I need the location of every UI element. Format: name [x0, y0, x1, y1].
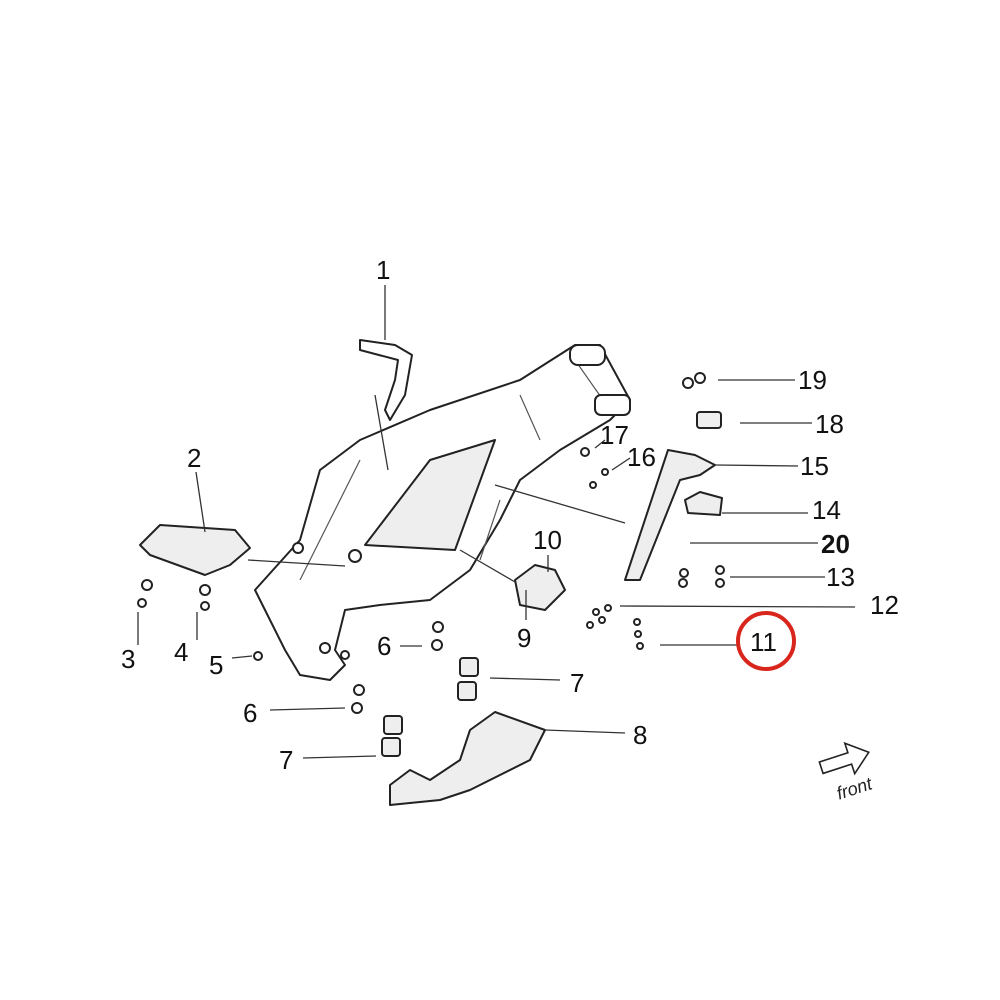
part-8-skid — [389, 711, 546, 806]
callouts: 1 2 3 4 5 6 6 7 7 8 9 10 11 12 13 14 15 … — [121, 255, 899, 775]
front-direction-indicator: front — [818, 741, 875, 804]
callout-7b: 7 — [279, 745, 293, 775]
main-frame — [254, 344, 631, 681]
callout-4: 4 — [174, 637, 188, 667]
callout-14: 14 — [812, 495, 841, 525]
callout-16: 16 — [627, 442, 656, 472]
front-arrow-icon — [818, 741, 870, 776]
hardware-small-parts — [137, 372, 725, 757]
part-15-bar — [624, 449, 716, 581]
callout-3: 3 — [121, 644, 135, 674]
callout-15: 15 — [800, 451, 829, 481]
callout-10: 10 — [533, 525, 562, 555]
leader-lines — [137, 285, 856, 759]
callout-6a: 6 — [377, 631, 391, 661]
part-9-10-bracket — [514, 564, 566, 611]
callout-2: 2 — [187, 443, 201, 473]
head-tube — [569, 344, 606, 366]
callout-18: 18 — [815, 409, 844, 439]
front-label: front — [834, 773, 875, 803]
callout-11: 11 — [750, 627, 777, 657]
callout-5: 5 — [209, 650, 223, 680]
callout-6b: 6 — [243, 698, 257, 728]
callout-20: 20 — [821, 529, 850, 559]
callout-13: 13 — [826, 562, 855, 592]
callout-12: 12 — [870, 590, 899, 620]
part-2-plate — [139, 524, 251, 576]
callout-19: 19 — [798, 365, 827, 395]
part-18-clip — [696, 411, 722, 429]
callout-8: 8 — [633, 720, 647, 750]
callout-1: 1 — [376, 255, 390, 285]
callout-17: 17 — [600, 420, 629, 450]
highlight-ring-11 — [736, 611, 796, 671]
callout-7a: 7 — [570, 668, 584, 698]
callout-9: 9 — [517, 623, 531, 653]
part-14-block — [684, 491, 723, 516]
part-1-bracket — [359, 339, 413, 421]
